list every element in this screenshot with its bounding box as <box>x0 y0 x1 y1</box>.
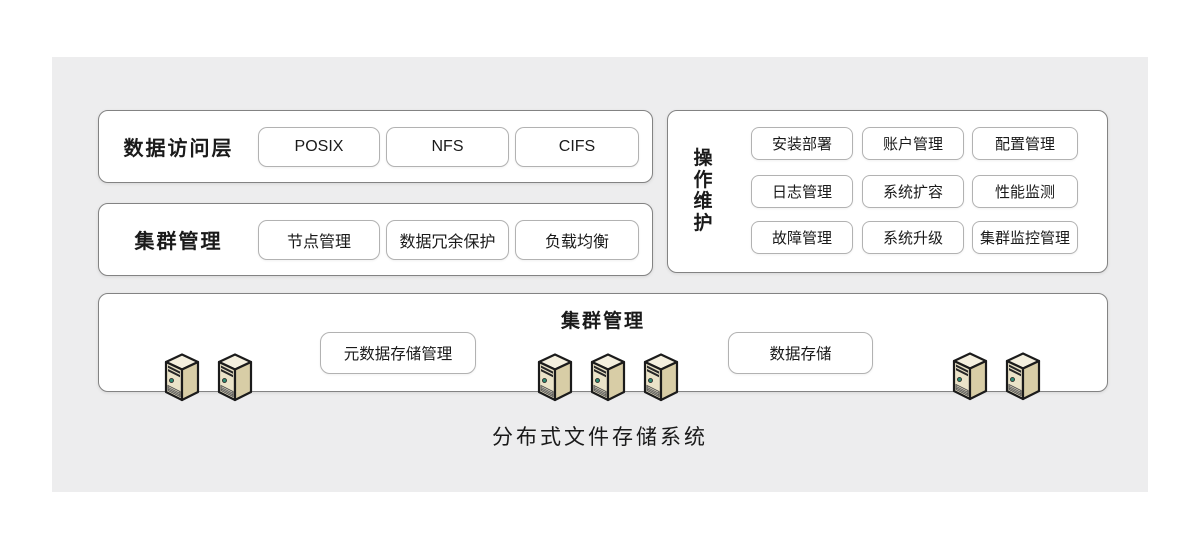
performance-monitoring-button[interactable]: 性能监测 <box>972 175 1078 208</box>
server-tower-icon <box>217 353 253 402</box>
server-cluster-middle <box>535 352 694 402</box>
log-management-button[interactable]: 日志管理 <box>751 175 853 208</box>
metadata-storage-button[interactable]: 元数据存储管理 <box>320 332 476 374</box>
panel-data-access-layer: 数据访问层 POSIX NFS CIFS <box>98 110 653 183</box>
fault-management-button[interactable]: 故障管理 <box>751 221 853 254</box>
storage-cluster-title: 集群管理 <box>560 311 645 332</box>
nfs-button[interactable]: NFS <box>386 127 509 167</box>
data-storage-button[interactable]: 数据存储 <box>728 332 873 374</box>
server-cluster-left <box>162 352 268 402</box>
system-upgrade-button[interactable]: 系统升级 <box>862 221 964 254</box>
diagram-caption: 分布式文件存储系统 <box>492 426 708 449</box>
server-tower-icon <box>643 353 679 402</box>
install-deploy-button[interactable]: 安装部署 <box>751 127 853 160</box>
server-cluster-right <box>950 351 1056 401</box>
server-tower-icon <box>164 353 200 402</box>
server-tower-icon <box>590 353 626 402</box>
server-tower-icon <box>952 352 988 401</box>
panel-operations-maintenance: 操作维护 安装部署 账户管理 配置管理 日志管理 系统扩容 性能监测 故障管理 … <box>667 110 1108 273</box>
node-management-button[interactable]: 节点管理 <box>258 220 380 260</box>
server-tower-icon <box>537 353 573 402</box>
system-expansion-button[interactable]: 系统扩容 <box>862 175 964 208</box>
cluster-monitoring-button[interactable]: 集群监控管理 <box>972 221 1078 254</box>
cifs-button[interactable]: CIFS <box>515 127 639 167</box>
operations-maintenance-title: 操作维护 <box>693 148 713 234</box>
cluster-management-title: 集群管理 <box>134 231 223 253</box>
load-balancing-button[interactable]: 负载均衡 <box>515 220 639 260</box>
account-management-button[interactable]: 账户管理 <box>862 127 964 160</box>
panel-storage-cluster: 集群管理 元数据存储管理 数据存储 <box>98 293 1108 392</box>
panel-cluster-management: 集群管理 节点管理 数据冗余保护 负载均衡 <box>98 203 653 276</box>
config-management-button[interactable]: 配置管理 <box>972 127 1078 160</box>
data-redundancy-button[interactable]: 数据冗余保护 <box>386 220 509 260</box>
data-access-layer-title: 数据访问层 <box>123 138 234 160</box>
posix-button[interactable]: POSIX <box>258 127 380 167</box>
server-tower-icon <box>1005 352 1041 401</box>
